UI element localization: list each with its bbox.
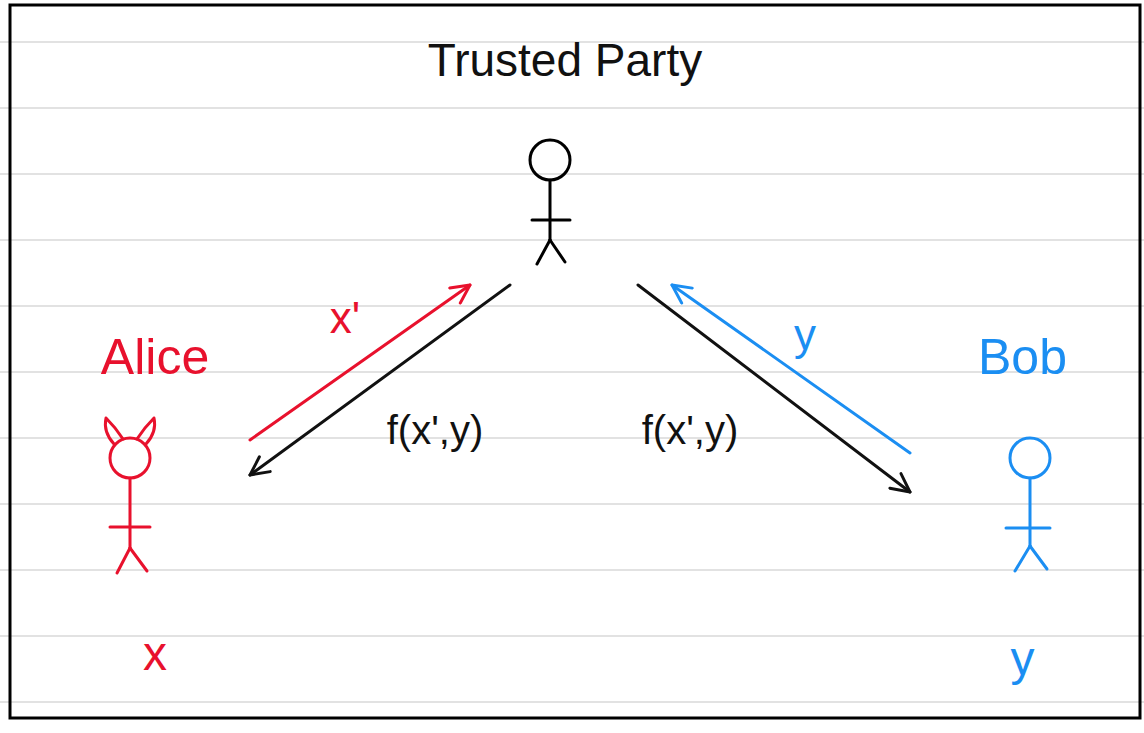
message-label: f(x',y) <box>642 407 739 453</box>
devil-stick-figure <box>105 418 154 573</box>
message-label: x' <box>330 293 360 344</box>
message-arrow <box>250 285 510 475</box>
party-node: Bob y <box>910 325 1135 690</box>
party-input: y <box>1011 631 1035 686</box>
frame-border <box>10 5 1140 718</box>
party-input: x <box>143 626 167 681</box>
party-name: Trusted Party <box>428 34 702 87</box>
party-name: Bob <box>978 329 1067 387</box>
message-label: y <box>794 310 816 361</box>
message-label: f(x',y) <box>387 407 484 453</box>
stick-figure <box>530 140 570 264</box>
stick-figure <box>1006 438 1050 571</box>
party-name: Alice <box>101 329 209 387</box>
party-node: Alice x <box>60 325 250 685</box>
party-node: Trusted Party <box>390 30 740 285</box>
ruled-lines <box>0 42 1144 702</box>
message-arrow <box>638 285 910 492</box>
